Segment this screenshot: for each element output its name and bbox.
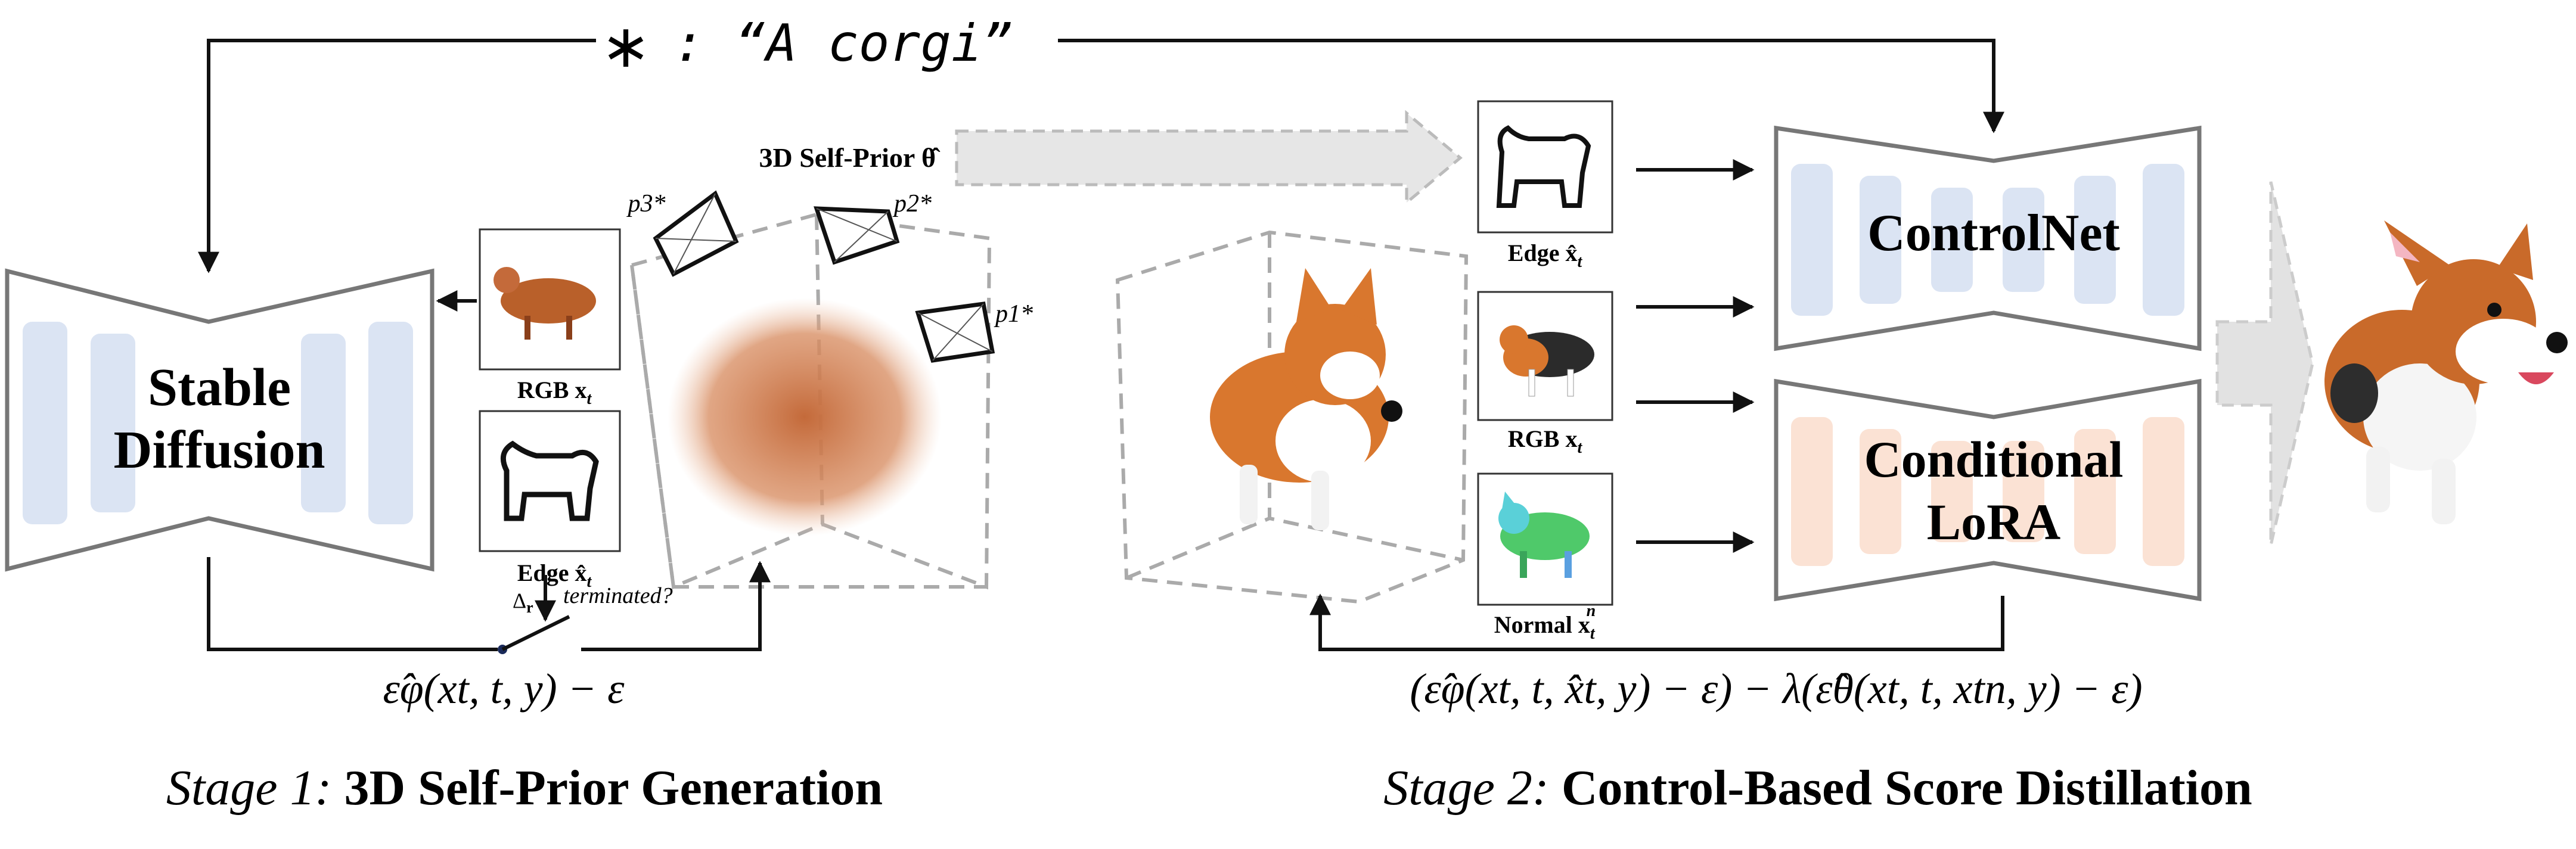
lora-label-line1: Conditional: [1864, 431, 2124, 488]
stage2-normal-thumbnail: Normal xtn: [1477, 472, 1613, 643]
stage1-caption: Stage 1: 3D Self-Prior Generation: [166, 760, 883, 816]
loop-to-3d-arrow: [581, 561, 771, 651]
lora-bar: [2003, 441, 2044, 542]
stage1-3d-box: [629, 212, 992, 590]
transfer-arrow: [955, 110, 1463, 206]
controlnet-block: ControlNet: [1774, 125, 2202, 352]
controlnet-bar: [2074, 176, 2116, 304]
output-corgi: [2324, 220, 2568, 524]
camera-label-p3: p3*: [626, 190, 666, 217]
sd-block-bar: [368, 322, 413, 524]
stage1-rgb-label: RGB xt: [517, 377, 592, 408]
lora-block: Conditional LoRA: [1774, 378, 2202, 602]
edge-corgi-outline: [500, 440, 599, 521]
controlnet-bar: [1931, 188, 1973, 292]
transfer-label: 3D Self-Prior θ̂: [759, 142, 941, 173]
sd-block-bar: [23, 322, 67, 524]
lora-bar: [2143, 417, 2184, 566]
controlnet-label: ControlNet: [1867, 204, 2120, 262]
stage2-caption: Stage 2: Control-Based Score Distillatio…: [1383, 760, 2252, 816]
self-prior-transfer: 3D Self-Prior θ̂: [759, 110, 1463, 206]
sd-block-bar: [301, 334, 346, 512]
lora-bar: [1931, 441, 1973, 542]
sd-label-line1: Stable: [148, 358, 291, 417]
terminated-label: terminated?: [563, 583, 673, 608]
stage2-formula: (ε̂φ(xt, t, x̂t, y) − ε) − λ(ε̂θ(xt, t, …: [1410, 665, 2142, 713]
lora-bar: [2074, 429, 2116, 554]
camera-label-p1: p1*: [994, 300, 1033, 328]
lora-bar: [1791, 417, 1833, 566]
stage1-rgb-thumbnail: RGB xt: [479, 228, 621, 408]
controlnet-bar: [1791, 164, 1833, 316]
lora-bar: [1860, 429, 1901, 554]
controlnet-bar: [2143, 164, 2184, 316]
lora-label-line2: LoRA: [1927, 493, 2061, 551]
controlnet-bar: [1860, 176, 1901, 304]
prompt-arrow-right: [1058, 39, 2004, 133]
stage2-rgb-thumbnail: RGB xt: [1477, 291, 1613, 457]
stage2-normal-label: Normal xtn: [1494, 602, 1596, 643]
camera-label-p2: p2*: [892, 190, 932, 217]
stage1-edge-thumbnail: Edge x̂t: [479, 410, 621, 591]
stage2-3d-box: [1115, 230, 1469, 604]
stage2-edge-thumbnail: Edge x̂t: [1477, 100, 1613, 271]
sd-label-line2: Diffusion: [113, 421, 325, 480]
controlnet-bar: [2003, 188, 2044, 292]
edge-corgi-outline-2: [1496, 125, 1591, 208]
stage1-formula: ε̂φ(xt, t, y) − ε: [383, 665, 625, 713]
stage1-edge-label: Edge x̂t: [517, 559, 592, 591]
sd-loop-line: [207, 557, 498, 651]
prompt: ∗ : “A corgi”: [601, 14, 1013, 80]
prompt-text: : “A corgi”: [674, 14, 1013, 73]
stage2-rgb-label: RGB xt: [1508, 425, 1583, 457]
camera-p3: p3*: [626, 190, 739, 277]
delta-label: Δr: [513, 589, 533, 616]
rgb-corgi-image: [501, 278, 596, 324]
camera-p2: p2*: [814, 190, 932, 265]
blurry-corgi: [668, 298, 942, 536]
output-arrow: [2215, 181, 2314, 546]
stage2-loop-arrow: [1309, 593, 2004, 651]
stable-diffusion-block: Stable Diffusion: [5, 268, 434, 572]
stage2-edge-label: Edge x̂t: [1508, 240, 1583, 271]
switch-lever: [501, 615, 570, 651]
sd-block-bar: [91, 334, 135, 512]
prompt-arrow-left: [198, 39, 596, 273]
camera-p1: p1*: [915, 300, 1033, 363]
prompt-symbol: ∗: [601, 14, 651, 80]
